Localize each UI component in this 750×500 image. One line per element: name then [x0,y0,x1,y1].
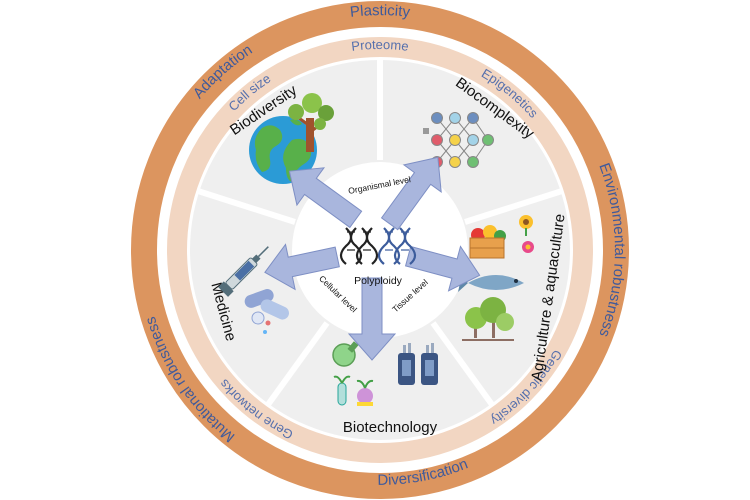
tissue-arrow [404,245,481,292]
plasticity-label: Plasticity [349,2,411,21]
globe-icon [249,116,317,184]
cellular-arrow [264,243,340,291]
biotechnology-arrow [347,277,397,361]
tree-icon [288,93,334,152]
dna-icon [339,227,417,265]
test-tube-plant-icon [333,375,374,406]
inner-ring [167,37,593,463]
polyploidy-label: Polyploidy [354,275,403,287]
organismal-arrow [288,167,363,229]
fruit-crate-icon [469,225,506,259]
trees-icon [462,297,514,341]
proteome-label: Proteome [351,37,410,54]
pills-icon [244,289,289,334]
biotechnology-label: Biotechnology [343,419,438,436]
segment-dividers [197,58,563,408]
outer-ring [131,1,629,499]
bioreactor-icon [398,343,438,385]
syringe-icon [218,246,269,297]
flower-icon [519,215,534,253]
network-icon [423,112,494,168]
biocomplexity-arrow [380,156,442,231]
